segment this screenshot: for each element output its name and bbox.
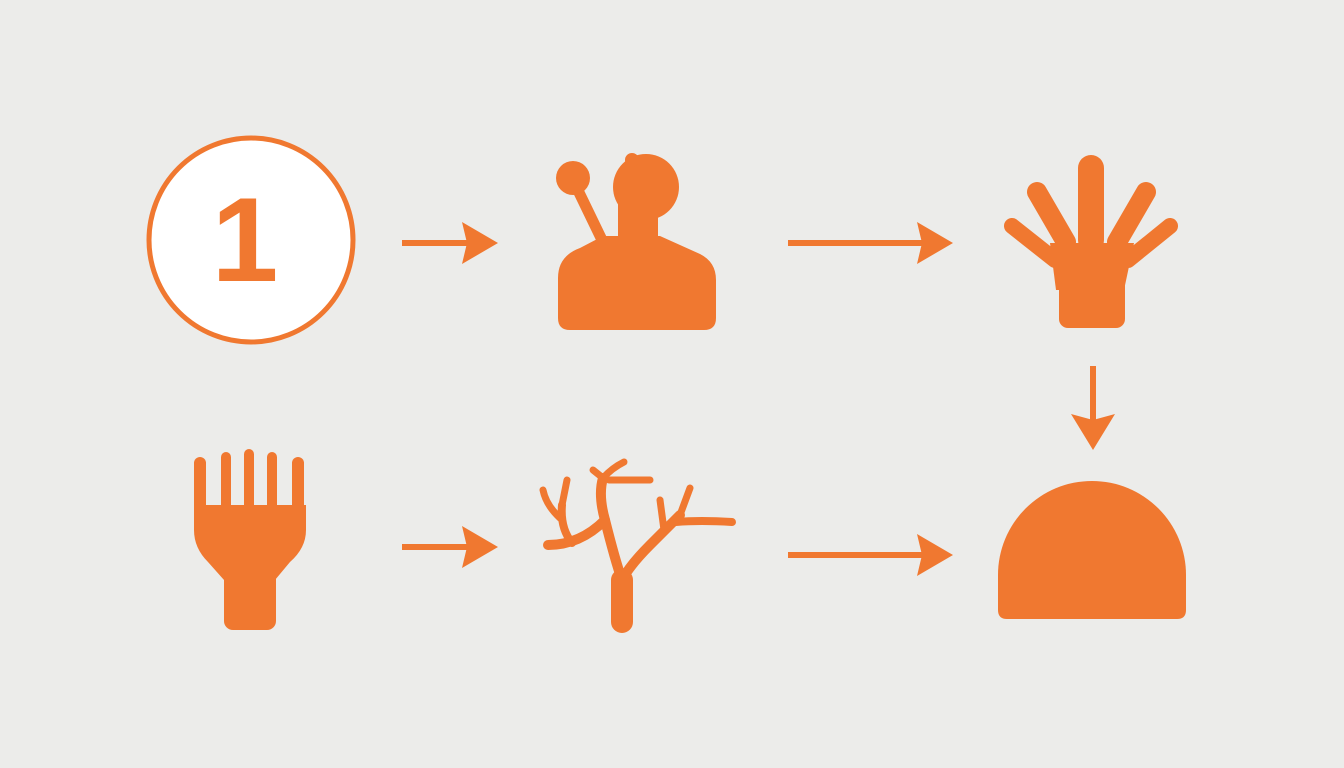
badge-circle bbox=[146, 135, 356, 345]
fork-hand-icon bbox=[194, 449, 306, 630]
step-number: 1 bbox=[212, 173, 279, 307]
open-hand-icon bbox=[1004, 155, 1178, 328]
dome-icon bbox=[998, 481, 1186, 619]
branching-tree-icon bbox=[539, 458, 736, 633]
number-badge-icon: 1 bbox=[146, 135, 356, 345]
arrow-right-icon bbox=[788, 534, 953, 576]
person-with-lever-icon bbox=[556, 153, 716, 330]
arrow-right-icon bbox=[788, 222, 953, 264]
arrow-down-icon bbox=[1071, 366, 1115, 450]
arrow-right-icon bbox=[402, 526, 498, 568]
arrow-right-icon bbox=[402, 222, 498, 264]
